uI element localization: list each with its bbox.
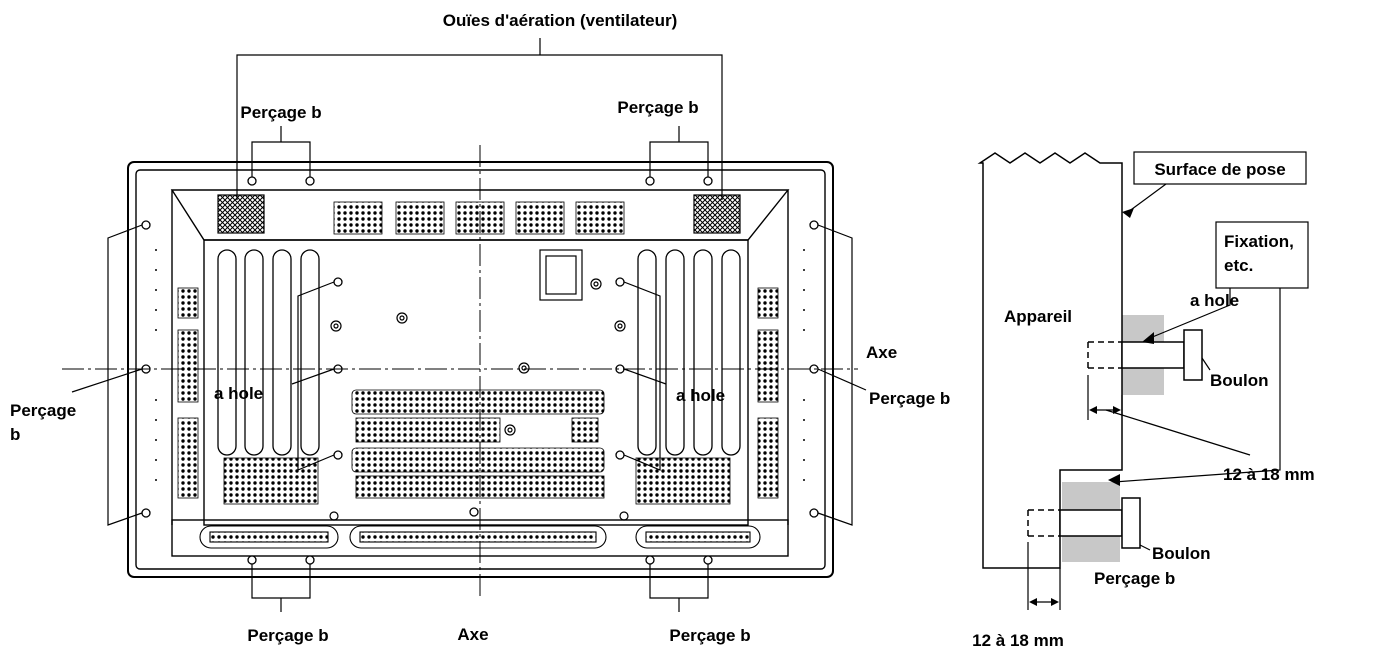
dim-top-label: 12 à 18 mm [1223,465,1315,484]
panel-fixtures [329,249,629,521]
side-label-boxes [1133,151,1309,289]
arrowheads [1029,208,1154,606]
vents-label: Ouïes d'aération (ventilateur) [443,11,678,30]
b-bottom-right-label: Perçage b [669,626,750,645]
fixing-label-2: etc. [1224,256,1253,275]
axis-vertical-label: Axe [457,625,488,644]
a-hole-left-label: a hole [214,384,263,403]
axis-lines [62,145,858,598]
axis-horizontal-label: Axe [866,343,897,362]
bolt-top-label: Boulon [1210,371,1269,390]
mount-surface-label: Surface de pose [1154,160,1285,179]
b-right-label: Perçage b [869,389,950,408]
b-bottom-left-label: Perçage b [247,626,328,645]
left-fins [217,249,320,456]
a-hole-right-label: a hole [676,386,725,405]
b-left-label-2: b [10,425,20,444]
side-section-view [977,152,1203,569]
device-label: Appareil [1004,307,1072,326]
bottom-connectors [199,525,761,549]
leader-lines [71,38,867,612]
fixing-label-1: Fixation, [1224,232,1294,251]
vent-left [217,194,265,234]
lower-grilles [223,389,731,505]
vent-right [693,194,741,234]
b-top-left-label: Perçage b [240,103,321,122]
edge-dots [155,249,805,481]
b-side-label: Perçage b [1094,569,1175,588]
dim-bottom-label: 12 à 18 mm [972,631,1064,650]
bolt-bottom-label: Boulon [1152,544,1211,563]
b-top-right-label: Perçage b [617,98,698,117]
a-hole-side-label: a hole [1190,291,1239,310]
side-grilles [177,287,779,499]
top-grilles [333,201,625,235]
right-fins [637,249,741,456]
b-left-label-1: Perçage [10,401,76,420]
